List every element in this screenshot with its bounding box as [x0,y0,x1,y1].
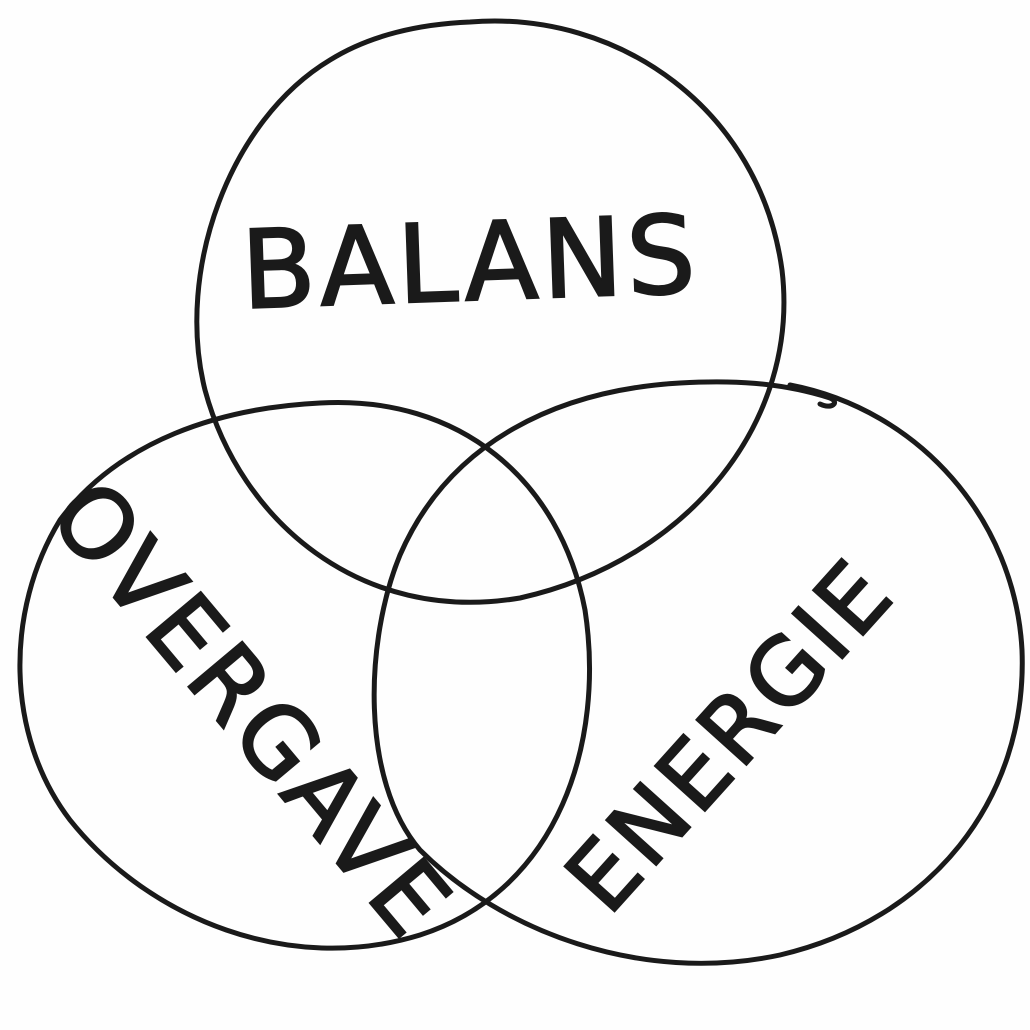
label-energie: ENERGIE [545,539,915,933]
circle-balans [194,18,787,605]
circle-energie [371,379,1025,966]
label-balans: BALANS [239,193,701,334]
circle-overgave [17,399,593,951]
